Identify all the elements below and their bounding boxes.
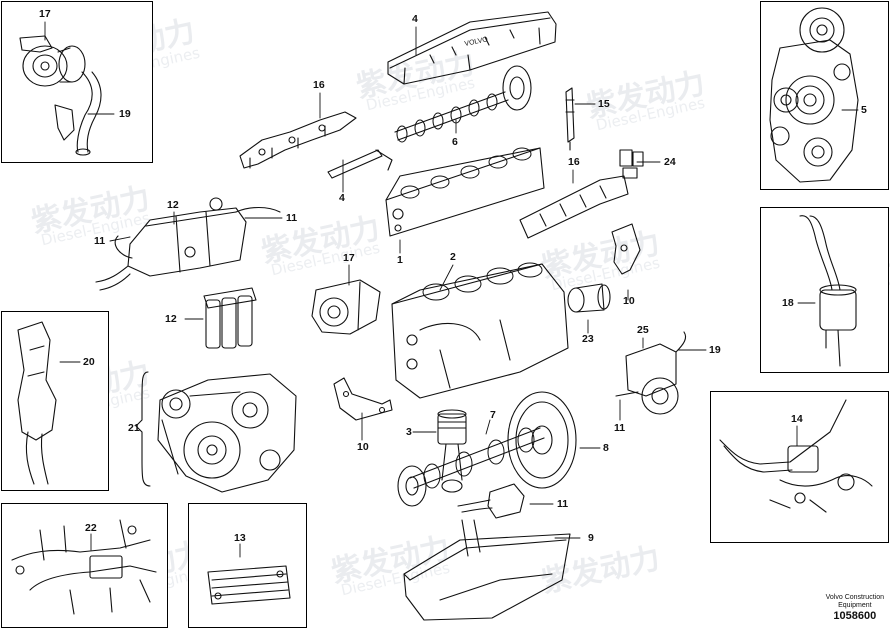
callout-16-exhaust-manifold: 16 xyxy=(313,79,325,91)
fuel-pump-drawing xyxy=(615,331,687,415)
callout-14-wiring: 14 xyxy=(791,413,803,425)
sensor-connectors-drawing xyxy=(619,149,644,179)
camshaft-drawing xyxy=(394,65,532,143)
callout-11-egr-pipe-right: 11 xyxy=(286,212,298,224)
water-pump-drawing xyxy=(311,279,381,335)
intake-manifold-drawing xyxy=(519,175,629,239)
flywheel-drawing xyxy=(507,391,577,489)
crankshaft-drawing xyxy=(397,427,545,507)
callout-25-fuel-pump: 25 xyxy=(637,324,649,336)
callout-6-camshaft: 6 xyxy=(452,136,458,148)
timing-gears-drawing xyxy=(769,7,859,183)
callout-3-piston: 3 xyxy=(406,426,412,438)
inset-harness-frame xyxy=(1,503,168,628)
inset-wiring-right-frame xyxy=(710,391,889,543)
callout-15-injector: 15 xyxy=(598,98,610,110)
callout-16-intake-manifold: 16 xyxy=(568,156,580,168)
callout-12-egr-cooler: 12 xyxy=(167,199,179,211)
inset-cooler-frame xyxy=(188,503,307,628)
crankcase-separator-drawing xyxy=(799,215,857,367)
company-name-line2: Equipment xyxy=(838,602,872,609)
callout-11-oil-pump: 11 xyxy=(557,498,569,510)
callout-23-starter: 23 xyxy=(582,333,594,345)
callout-11-egr-pipe-left: 11 xyxy=(94,235,106,247)
oil-cooler-drawing xyxy=(207,565,291,605)
drawing-number: 1058600 xyxy=(833,610,877,622)
callout-5-timing-gears: 5 xyxy=(861,104,867,116)
callout-10-mount-bracket: 10 xyxy=(357,441,369,453)
callout-19-fuel-pipe: 19 xyxy=(709,344,721,356)
inset-gear-frame xyxy=(760,1,889,190)
callout-17-water-pump: 17 xyxy=(343,252,355,264)
engine-mount-bracket-drawing xyxy=(333,377,393,421)
callout-8-flywheel: 8 xyxy=(603,442,609,454)
callout-10-bracket-right: 10 xyxy=(623,295,635,307)
valve-cover-drawing: VOLVO xyxy=(387,11,557,85)
inset-oil-fill-frame xyxy=(1,311,109,491)
svg-text:VOLVO: VOLVO xyxy=(464,36,489,48)
drawing-footer: Volvo Construction Equipment 1058600 xyxy=(826,594,884,623)
cylinder-head-drawing xyxy=(385,147,545,237)
egr-assembly-drawing xyxy=(95,197,281,291)
callout-20-oil-filler: 20 xyxy=(83,356,95,368)
callout-11-fuel-line: 11 xyxy=(614,422,626,434)
fuel-filter-drawing xyxy=(203,287,257,349)
callout-9-oil-pan: 9 xyxy=(588,532,594,544)
front-accessory-drive-drawing xyxy=(135,371,297,493)
exhaust-manifold-drawing xyxy=(239,111,357,169)
callout-18-separator: 18 xyxy=(782,297,794,309)
wiring-harness-right-drawing xyxy=(719,399,873,513)
company-name-line1: Volvo Construction xyxy=(825,594,884,601)
rocker-arm-drawing xyxy=(327,149,393,179)
callout-19-turbo-pipe: 19 xyxy=(119,108,131,120)
lifting-bracket-drawing xyxy=(611,223,641,275)
engine-block-drawing xyxy=(391,262,569,399)
oil-pan-drawing xyxy=(403,519,571,621)
turbocharger-inset-drawing xyxy=(19,35,102,156)
engine-harness-drawing xyxy=(11,519,157,615)
injector-drawing xyxy=(565,87,575,151)
callout-13-oil-cooler: 13 xyxy=(234,532,246,544)
callout-17-turbocharger: 17 xyxy=(39,8,51,20)
callout-7-crankshaft: 7 xyxy=(490,409,496,421)
callout-2-engine-block: 2 xyxy=(450,251,456,263)
callout-24-sensors: 24 xyxy=(664,156,676,168)
inset-turbo-frame xyxy=(1,1,153,163)
leader-lines xyxy=(44,21,859,558)
oil-pump-drawing xyxy=(457,483,525,519)
callout-4-valve-cover: 4 xyxy=(412,13,418,25)
callout-1-cylinder-head: 1 xyxy=(397,254,403,266)
starter-motor-drawing xyxy=(567,283,611,313)
oil-filler-drawing xyxy=(17,321,57,485)
callout-12-fuel-filter: 12 xyxy=(165,313,177,325)
callout-21-accessory-drive: 21 xyxy=(128,422,140,434)
piston-drawing xyxy=(437,409,467,493)
callout-22-harness: 22 xyxy=(85,522,97,534)
callout-4-rocker: 4 xyxy=(339,192,345,204)
